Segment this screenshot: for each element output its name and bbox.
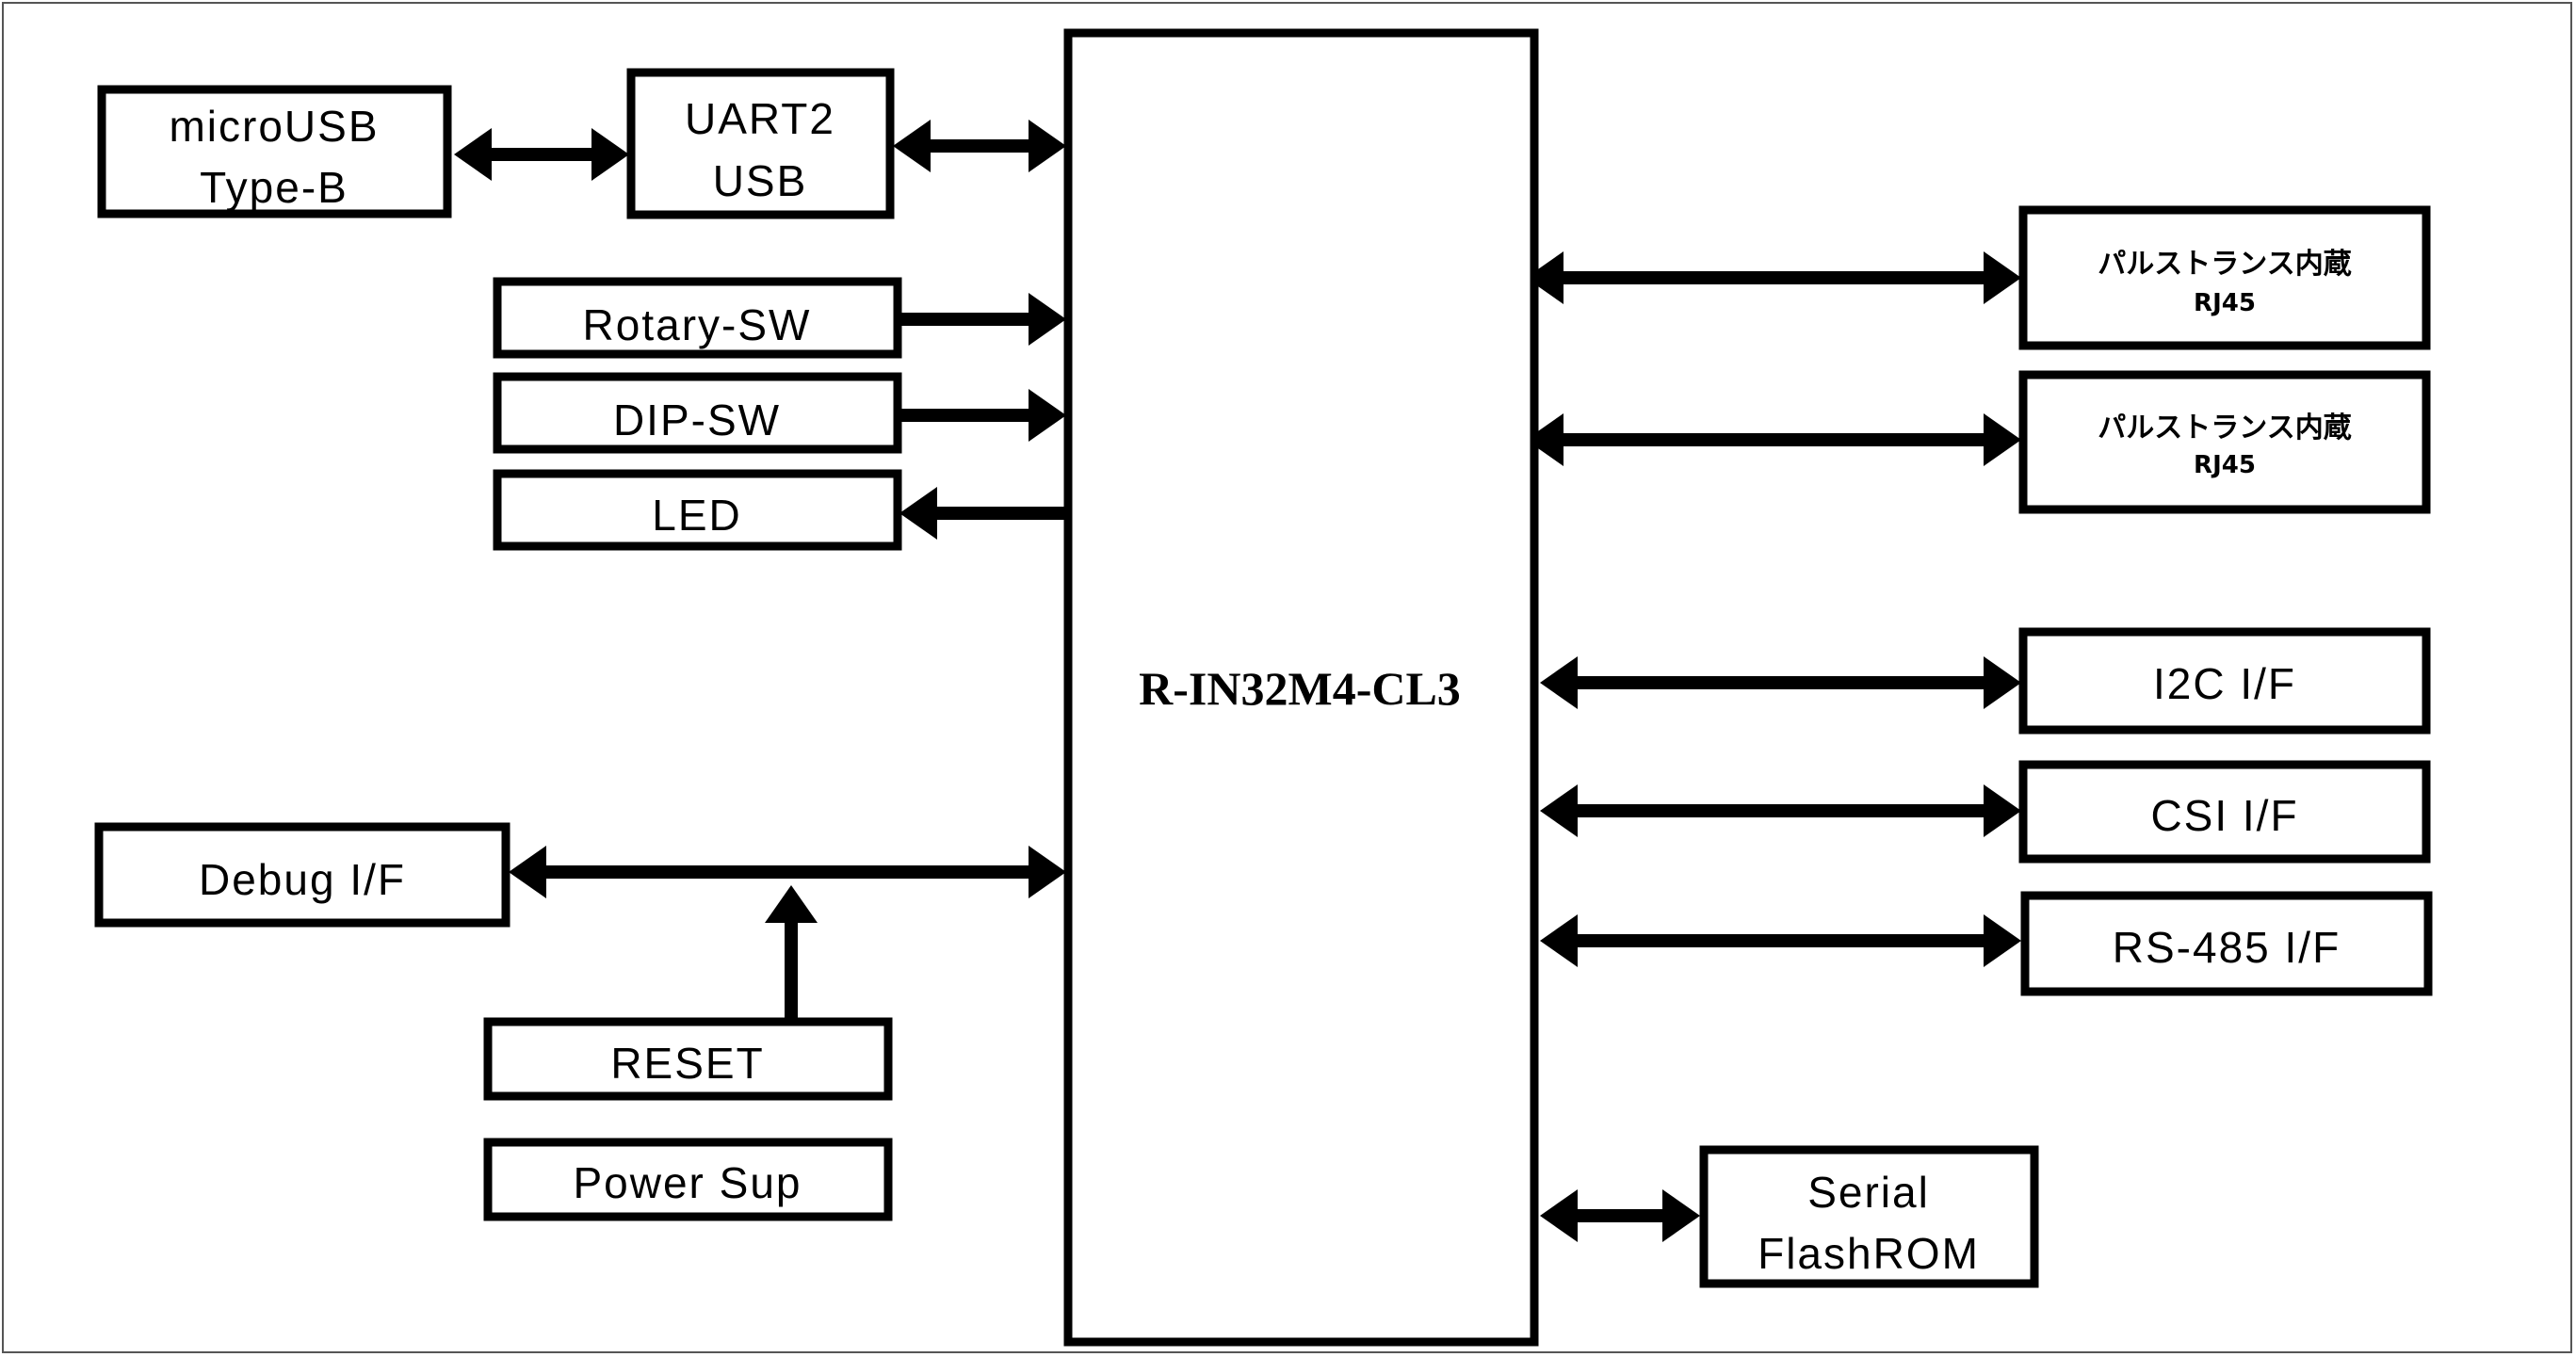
rs485-if-block: RS-485 I/F [2020, 891, 2433, 996]
led-block: LED [493, 469, 902, 551]
micro-usb-label-line2: Type-B [200, 163, 348, 212]
arrowhead-right [1984, 251, 2021, 304]
serial-flash-block: Serial FlashROM [1699, 1145, 2039, 1288]
mcu-label: R-IN32M4-CL3 [1139, 662, 1461, 715]
micro-usb-label-line1: microUSB [169, 102, 379, 151]
mcu-block: R-IN32M4-CL3 [1063, 28, 1539, 1347]
arrowhead-right [1662, 1189, 1700, 1242]
rotary-sw-block: Rotary-SW [493, 277, 902, 359]
csi-if-label: CSI I/F [2150, 791, 2298, 840]
arrowhead-left [1526, 413, 1563, 466]
arrowhead-left [1540, 1189, 1578, 1242]
rj45-2-block: パルストランス内蔵 RJ45 [2018, 370, 2431, 514]
i2c-if-label: I2C I/F [2153, 659, 2296, 708]
reset-block: RESET [483, 1017, 893, 1101]
arrowhead-left [1540, 914, 1578, 967]
arrowhead-left [893, 120, 931, 172]
power-sup-label: Power Sup [573, 1158, 802, 1207]
serial-flash-label-line2: FlashROM [1758, 1229, 1980, 1278]
arrowhead-left [454, 128, 492, 181]
uart2usb-label-line1: UART2 [685, 94, 835, 143]
rj45-1-label-line1: パルストランス内蔵 [2098, 248, 2351, 281]
arrowhead-right [1029, 120, 1066, 172]
arrowhead-left [899, 487, 937, 540]
uart2usb-label-line2: USB [713, 156, 808, 205]
dip-sw-block: DIP-SW [493, 372, 902, 454]
rj45-1-block: パルストランス内蔵 RJ45 [2018, 205, 2431, 350]
arrowhead-right [1984, 784, 2021, 837]
dip-sw-label: DIP-SW [613, 396, 781, 444]
arrowhead-right [1984, 413, 2021, 466]
arrowhead-right [1984, 914, 2021, 967]
led-label: LED [652, 491, 741, 540]
csi-if-block: CSI I/F [2018, 760, 2431, 864]
arrowhead-up [765, 885, 818, 923]
arrowhead-right [1029, 293, 1066, 346]
uart2usb-block: UART2 USB [626, 68, 895, 219]
rj45-2-label-line2: RJ45 [2194, 451, 2256, 479]
rs485-if-label: RS-485 I/F [2113, 923, 2341, 972]
arrowhead-right [1984, 656, 2021, 709]
arrowhead-right [591, 128, 629, 181]
arrowhead-right [1029, 846, 1066, 898]
arrowhead-right [1029, 389, 1066, 442]
debug-if-label: Debug I/F [199, 855, 406, 904]
rj45-2-label-line1: パルストランス内蔵 [2098, 412, 2351, 444]
rj45-1-label-line2: RJ45 [2194, 289, 2256, 317]
power-sup-block: Power Sup [483, 1138, 893, 1221]
debug-if-block: Debug I/F [94, 822, 510, 928]
i2c-if-block: I2C I/F [2018, 627, 2431, 735]
connections [454, 120, 2021, 1242]
micro-usb-block: microUSB Type-B [97, 85, 452, 218]
arrowhead-left [1526, 251, 1563, 304]
arrowhead-left [1540, 656, 1578, 709]
rotary-sw-label: Rotary-SW [583, 300, 812, 349]
serial-flash-label-line1: Serial [1807, 1168, 1930, 1217]
arrowhead-left [1540, 784, 1578, 837]
reset-label: RESET [610, 1039, 764, 1088]
arrowhead-left [509, 846, 546, 898]
